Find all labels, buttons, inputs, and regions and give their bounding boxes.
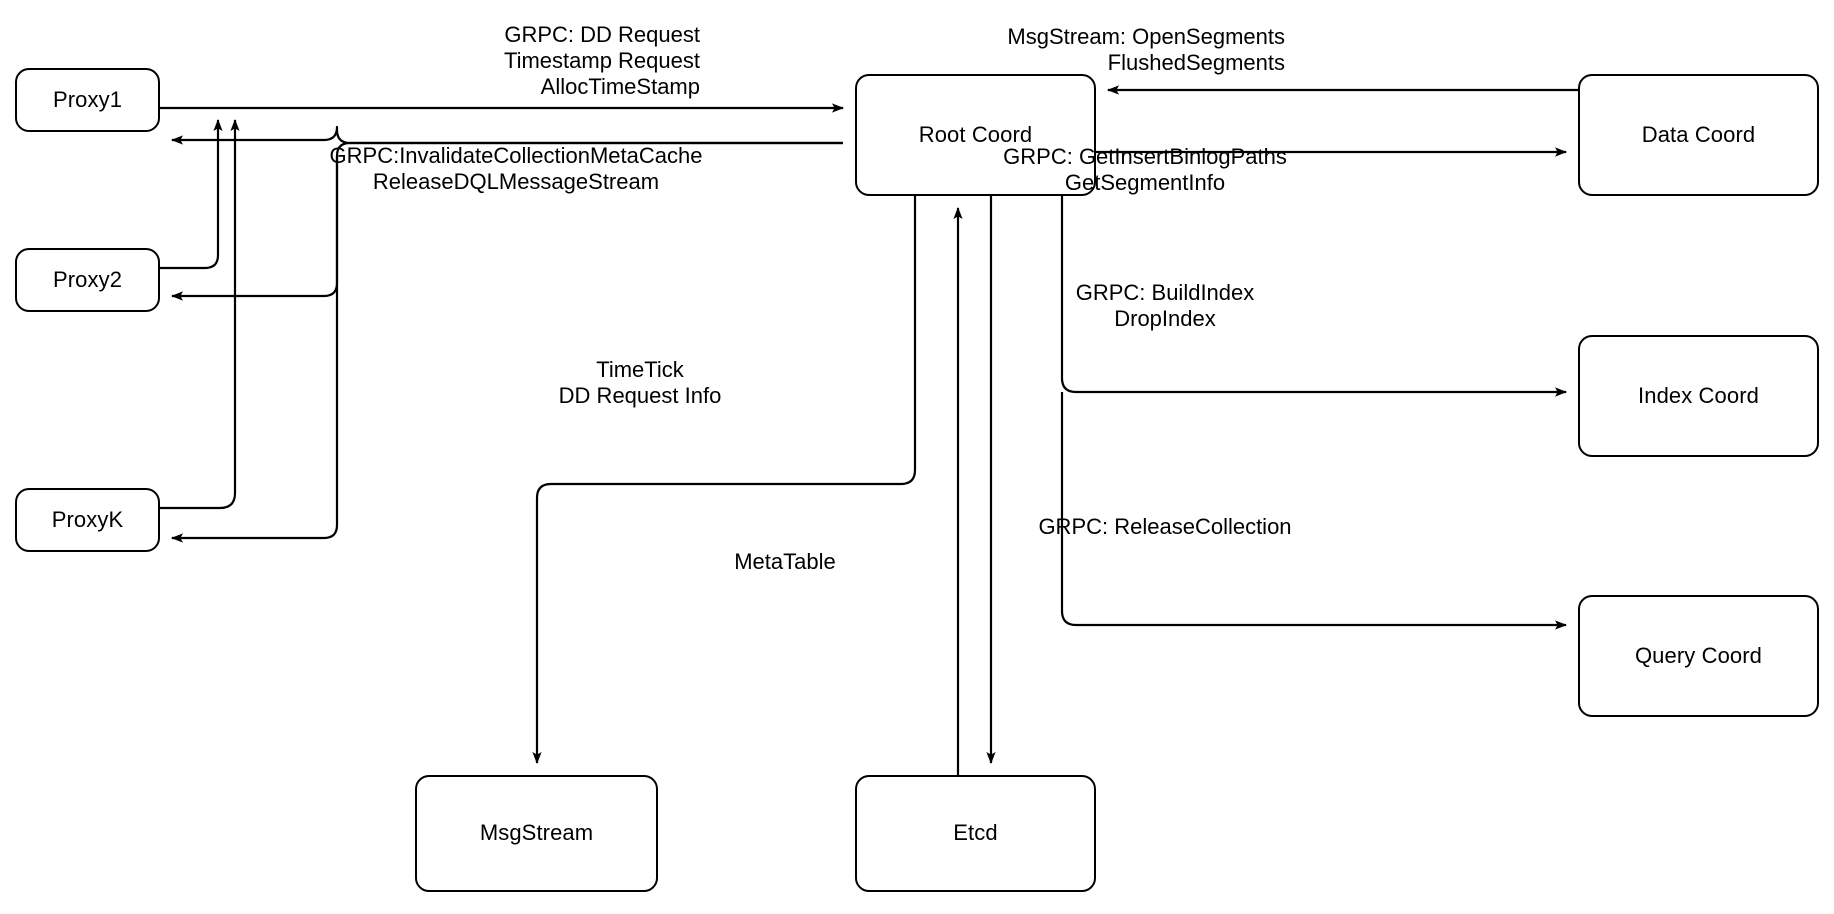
edge-label-line: Timestamp Request <box>503 47 700 73</box>
node-proxy1[interactable]: Proxy1 <box>15 68 160 132</box>
connector-rootcoord-to-indexcoord <box>1060 196 1567 397</box>
edge-label-line: MsgStream: OpenSegments <box>1007 24 1285 49</box>
node-proxyk[interactable]: ProxyK <box>15 488 160 552</box>
node-label-data-coord: Data Coord <box>1641 121 1756 147</box>
edge-label-line: GRPC: GetInsertBinlogPaths <box>1003 144 1287 169</box>
node-label-root-coord: Root Coord <box>918 121 1033 147</box>
node-root-coord[interactable]: Root Coord <box>855 74 1096 196</box>
node-index-coord[interactable]: Index Coord <box>1578 335 1819 457</box>
edge-label-line: GRPC: ReleaseCollection <box>1038 514 1292 539</box>
node-label-proxy1: Proxy1 <box>52 86 123 112</box>
edge-label-root-to-querycoord: GRPC: ReleaseCollection <box>1030 514 1300 540</box>
node-label-index-coord: Index Coord <box>1638 382 1759 408</box>
edge-label-line: MetaTable <box>734 549 836 574</box>
edge-label-line: DD Request Info <box>558 382 722 408</box>
node-proxy2[interactable]: Proxy2 <box>15 248 160 312</box>
edge-label-line: GRPC:InvalidateCollectionMetaCache <box>329 143 703 168</box>
node-msgstream[interactable]: MsgStream <box>415 775 658 892</box>
node-label-query-coord: Query Coord <box>1634 642 1763 668</box>
edge-label-line: AllocTimeStamp <box>540 73 700 99</box>
node-label-proxy2: Proxy2 <box>52 266 123 292</box>
node-etcd[interactable]: Etcd <box>855 775 1096 892</box>
edge-label-line: GetSegmentInfo <box>1064 169 1226 195</box>
edge-label-line: TimeTick <box>596 357 684 382</box>
connector-proxyk-to-rootcoord <box>160 119 240 510</box>
edge-label-line: ReleaseDQLMessageStream <box>372 168 660 194</box>
connector-proxy2-to-rootcoord <box>160 119 223 270</box>
edge-label-line: DropIndex <box>1114 305 1216 331</box>
connector-rootcoord-to-msgstream <box>532 196 917 764</box>
edge-label-line: GRPC: BuildIndex <box>1075 280 1255 305</box>
edge-label-line: GRPC: DD Request <box>504 22 700 47</box>
node-label-proxyk: ProxyK <box>51 506 124 532</box>
edge-label-root-etcd: MetaTable <box>730 549 840 575</box>
edge-label-line: FlushedSegments <box>1107 49 1285 75</box>
node-label-etcd: Etcd <box>953 820 998 846</box>
node-query-coord[interactable]: Query Coord <box>1578 595 1819 717</box>
connector-rootcoord-to-querycoord <box>1060 392 1567 630</box>
node-data-coord[interactable]: Data Coord <box>1578 74 1819 196</box>
connector-rootcoord-to-proxy1 <box>171 125 843 145</box>
node-label-msgstream: MsgStream <box>479 820 594 846</box>
connector-rootcoord-to-proxyk <box>171 156 339 543</box>
